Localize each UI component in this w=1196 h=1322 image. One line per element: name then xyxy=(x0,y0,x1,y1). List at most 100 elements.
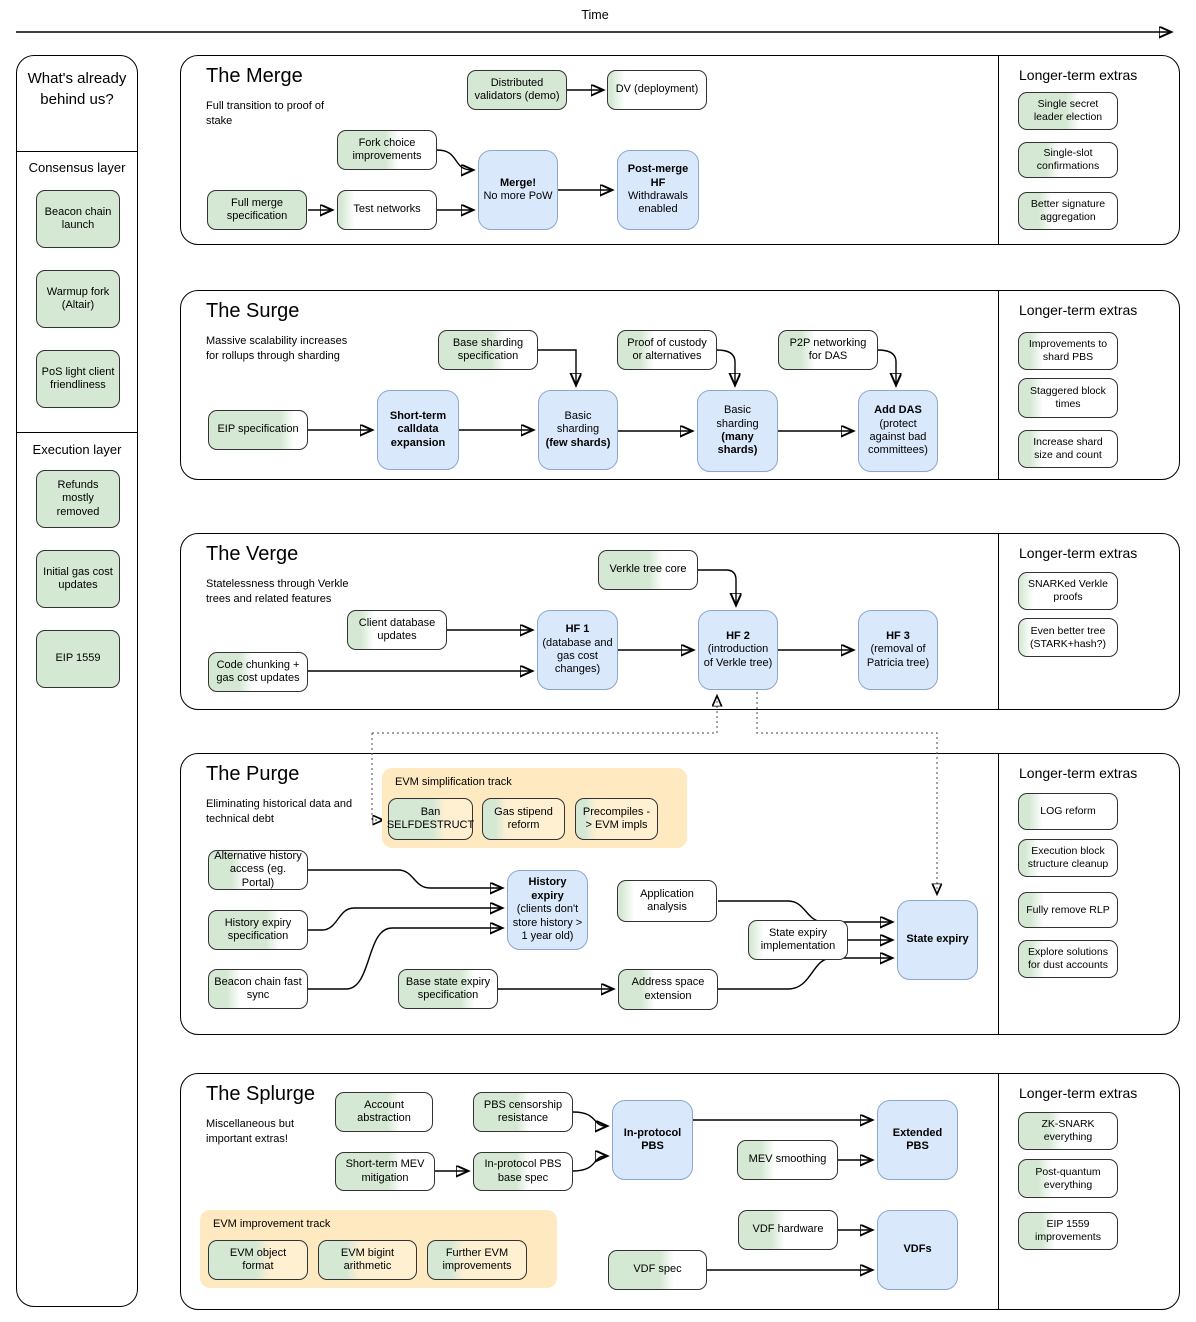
node-initial-gas-cost: Initial gas cost updates xyxy=(36,550,120,608)
node-label: EVM simplification track xyxy=(395,776,512,788)
extras-title: Longer-term extras xyxy=(1019,1085,1138,1101)
node-label: Withdrawals enabled xyxy=(628,190,688,216)
node-dv-demo: Distributed validators (demo) xyxy=(467,70,567,110)
node-label: Refunds mostly removed xyxy=(56,478,100,518)
node-vdfs: VDFs xyxy=(877,1210,958,1290)
node-label: No more PoW xyxy=(483,190,553,202)
node-many-shards: Basic sharding(many shards) xyxy=(697,390,778,472)
node-base-sharding-spec: Base sharding specification xyxy=(438,330,538,370)
node-label: P2P networking for DAS xyxy=(789,336,867,362)
node-precompiles: Precompiles -> EVM impls xyxy=(575,798,658,840)
node-label: Ban SELFDESTRUCT xyxy=(386,805,475,831)
section-divider xyxy=(998,754,999,1034)
node-label: LOG reform xyxy=(1040,805,1096,818)
node-label: History expiry specification xyxy=(224,916,292,942)
node-label: Base state expiry specification xyxy=(405,975,491,1001)
sidebar-group-execution: Execution layer xyxy=(32,442,122,457)
node-label: SNARKed Verkle proofs xyxy=(1028,578,1108,603)
node-label: Better signature aggregation xyxy=(1030,198,1106,223)
node-label: EVM bigint arithmetic xyxy=(340,1246,395,1272)
node-label: Explore solutions for dust accounts xyxy=(1028,946,1108,971)
node-extended-pbs: Extended PBS xyxy=(877,1100,958,1180)
node-further-evm: Further EVM improvements xyxy=(427,1240,527,1280)
node-verkle-core: Verkle tree core xyxy=(598,550,698,590)
node-label: Verkle tree core xyxy=(609,563,687,576)
node-label: Basic sharding xyxy=(716,404,759,430)
node-label: Short-term calldata expansion xyxy=(389,409,447,449)
node-label: Post-quantum everything xyxy=(1035,1165,1101,1191)
node-label: PBS censorship resistance xyxy=(483,1098,563,1124)
node-label: Base sharding specification xyxy=(452,336,524,362)
extra-merge-2: Better signature aggregation xyxy=(1018,192,1118,230)
extra-surge-2: Increase shard size and count xyxy=(1018,430,1118,468)
node-pbs-censorship: PBS censorship resistance xyxy=(473,1092,573,1132)
node-vdf-hardware: VDF hardware xyxy=(738,1210,838,1250)
node-account-abstraction: Account abstraction xyxy=(335,1092,433,1132)
extra-splurge-2: EIP 1559 improvements xyxy=(1018,1212,1118,1250)
node-label: Add DAS xyxy=(874,404,922,417)
node-hf2: HF 2(introduction of Verkle tree) xyxy=(698,610,778,690)
node-fork-choice: Fork choice improvements xyxy=(337,130,437,170)
extras-title: Longer-term extras xyxy=(1019,302,1138,318)
node-merge-box: Merge!No more PoW xyxy=(478,150,558,230)
node-app-analysis: Application analysis xyxy=(617,880,717,922)
node-label: Fork choice improvements xyxy=(352,136,422,162)
section-divider xyxy=(998,291,999,479)
section-subtitle: Miscellaneous but important extras! xyxy=(206,1118,295,1145)
node-beacon-fast-sync: Beacon chain fast sync xyxy=(208,969,308,1009)
node-label: (many shards) xyxy=(717,431,758,457)
extras-title: Longer-term extras xyxy=(1019,545,1138,561)
extra-verge-0: SNARKed Verkle proofs xyxy=(1018,572,1118,610)
node-warmup-fork-altair: Warmup fork (Altair) xyxy=(36,270,120,328)
node-label: (clients don't store history > 1 year ol… xyxy=(512,903,583,943)
node-label: Extended PBS xyxy=(892,1126,943,1152)
node-addr-space: Address space extension xyxy=(618,969,718,1010)
node-label: Post-merge HF xyxy=(627,163,689,189)
node-label: EIP 1559 improvements xyxy=(1035,1218,1101,1243)
node-label: VDF hardware xyxy=(752,1223,824,1236)
node-label: EIP 1559 xyxy=(55,652,101,665)
node-label: In-protocol PBS xyxy=(623,1126,682,1152)
node-label: DV (deployment) xyxy=(615,83,699,96)
node-label: MEV smoothing xyxy=(748,1153,827,1166)
node-label: VDFs xyxy=(903,1243,932,1256)
node-full-merge-spec: Full merge specification xyxy=(207,190,307,230)
sidebar-divider xyxy=(17,151,137,152)
node-calldata: Short-term calldata expansion xyxy=(377,390,459,470)
node-inprotocol-pbs: In-protocol PBS xyxy=(612,1100,693,1180)
node-label: State expiry implementation xyxy=(760,926,836,952)
node-label: (protect against bad committees) xyxy=(868,417,928,457)
node-pos-light-client: PoS light client friendliness xyxy=(36,350,120,408)
extra-surge-0: Improvements to shard PBS xyxy=(1018,332,1118,370)
node-label: Beacon chain fast sync xyxy=(214,975,302,1001)
section-title: The Verge xyxy=(206,543,299,565)
node-label: Address space extension xyxy=(631,976,705,1002)
extra-purge-0: LOG reform xyxy=(1018,793,1118,830)
node-label: Gas stipend reform xyxy=(494,805,553,831)
node-label: (database and gas cost changes) xyxy=(542,636,613,676)
node-label: PoS light client friendliness xyxy=(41,365,115,391)
section-title: The Purge xyxy=(206,763,300,785)
node-base-state-expiry: Base state expiry specification xyxy=(398,969,498,1009)
node-state-expiry: State expiry xyxy=(897,900,978,980)
section-the-surge: The Surge Massive scalability increases … xyxy=(180,290,1180,480)
extra-merge-1: Single-slot confirmations xyxy=(1018,142,1118,178)
node-evm-object: EVM object format xyxy=(208,1240,308,1280)
node-state-expiry-impl: State expiry implementation xyxy=(748,920,848,960)
node-client-db: Client database updates xyxy=(347,610,447,650)
node-label: Warmup fork (Altair) xyxy=(46,285,110,311)
node-eip-1559: EIP 1559 xyxy=(36,630,120,688)
section-title: The Merge xyxy=(206,65,303,87)
node-label: History expiry xyxy=(528,876,567,902)
section-title: The Surge xyxy=(206,300,300,322)
node-label: Proof of custody or alternatives xyxy=(627,336,707,362)
node-label: Fully remove RLP xyxy=(1026,903,1110,916)
node-add-das: Add DAS(protect against bad committees) xyxy=(858,390,938,472)
section-divider xyxy=(998,56,999,244)
node-label: Basic sharding xyxy=(556,409,600,436)
section-subtitle: Full transition to proof of stake xyxy=(206,100,325,127)
node-label: Full merge specification xyxy=(226,196,288,222)
node-label: EVM improvement track xyxy=(213,1218,331,1230)
sidebar-divider xyxy=(17,432,137,433)
